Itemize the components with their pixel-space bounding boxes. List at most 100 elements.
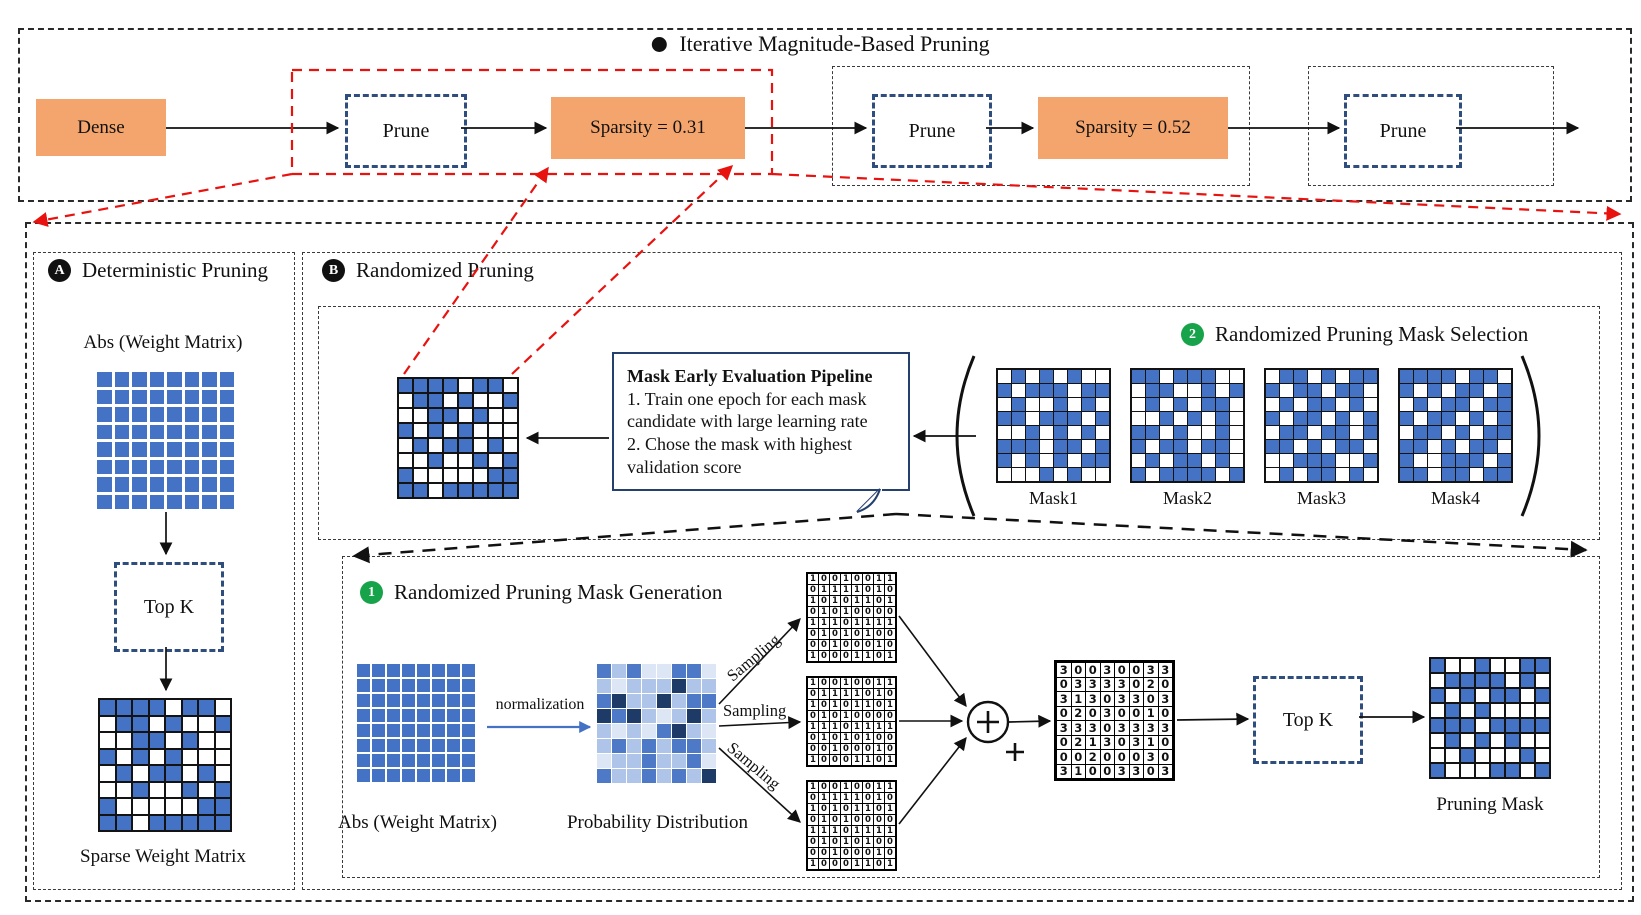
- matrix-cell: 2: [1071, 735, 1085, 749]
- matrix-cell: [167, 407, 182, 422]
- matrix-cell: [429, 439, 442, 452]
- matrix-cell: [1336, 384, 1349, 397]
- matrix-cell: [1414, 398, 1427, 411]
- matrix-cell: [429, 469, 442, 482]
- matrix-cell: 3: [1115, 764, 1129, 778]
- matrix-cell: [1484, 412, 1497, 425]
- matrix-cell: [149, 700, 164, 715]
- matrix-cell: [1322, 440, 1335, 453]
- matrix-cell: [199, 716, 214, 731]
- matrix-cell: [402, 709, 415, 722]
- matrix-cell: [1054, 412, 1067, 425]
- mask4-label: Mask4: [1431, 488, 1480, 508]
- matrix-cell: 0: [874, 596, 884, 606]
- matrix-cell: [687, 664, 701, 678]
- matrix-cell: [1068, 412, 1081, 425]
- matrix-cell: 1: [830, 826, 840, 836]
- matrix-cell: [116, 716, 131, 731]
- matrix-cell: [132, 372, 147, 387]
- matrix-cell: 1: [808, 651, 818, 661]
- matrix-cell: [387, 664, 400, 677]
- matrix-cell: [166, 782, 181, 797]
- matrix-cell: 0: [852, 678, 862, 688]
- matrix-cell: [1216, 426, 1229, 439]
- matrix-cell: [166, 799, 181, 814]
- matrix-cell: [1132, 468, 1145, 481]
- matrix-cell: [1280, 468, 1293, 481]
- matrix-cell: 1: [830, 744, 840, 754]
- matrix-cell: [998, 384, 1011, 397]
- matrix-cell: [116, 766, 131, 781]
- matrix-cell: [1132, 454, 1145, 467]
- matrix-cell: [1202, 412, 1215, 425]
- matrix-cell: [1521, 704, 1534, 717]
- matrix-cell: 0: [841, 596, 851, 606]
- matrix-cell: [215, 733, 230, 748]
- matrix-cell: [489, 439, 502, 452]
- matrix-cell: [182, 716, 197, 731]
- matrix-cell: [1400, 384, 1413, 397]
- matrix-cell: [459, 439, 472, 452]
- dense-box: Dense: [36, 99, 166, 156]
- matrix-cell: [447, 679, 460, 692]
- matrix-cell: 1: [885, 678, 895, 688]
- matrix-cell: [1096, 384, 1109, 397]
- matrix-cell: 3: [1057, 663, 1071, 677]
- matrix-cell: 0: [885, 640, 895, 650]
- matrix-cell: 0: [841, 826, 851, 836]
- matrix-cell: [687, 754, 701, 768]
- matrix-cell: [489, 379, 502, 392]
- matrix-cell: [1216, 384, 1229, 397]
- matrix-cell: [1068, 370, 1081, 383]
- matrix-cell: [657, 739, 671, 753]
- matrix-cell: 1: [863, 700, 873, 710]
- matrix-cell: [1431, 704, 1444, 717]
- matrix-cell: [998, 412, 1011, 425]
- matrix-cell: [1476, 719, 1489, 732]
- matrix-cell: [1160, 370, 1173, 383]
- matrix-cell: 3: [1158, 721, 1172, 735]
- matrix-cell: [399, 379, 412, 392]
- matrix-cell: [1350, 468, 1363, 481]
- matrix-cell: [1174, 440, 1187, 453]
- matrix-cell: [116, 815, 131, 830]
- matrix-cell: [417, 709, 430, 722]
- matrix-cell: 1: [819, 618, 829, 628]
- matrix-cell: [447, 709, 460, 722]
- mask1-grid: [996, 368, 1111, 483]
- matrix-cell: [357, 724, 370, 737]
- matrix-cell: [489, 409, 502, 422]
- matrix-cell: [202, 459, 217, 474]
- matrix-cell: [702, 724, 716, 738]
- matrix-cell: [1484, 454, 1497, 467]
- matrix-cell: 1: [819, 689, 829, 699]
- matrix-cell: [444, 439, 457, 452]
- matrix-cell: 0: [863, 640, 873, 650]
- matrix-cell: [687, 694, 701, 708]
- matrix-cell: [417, 754, 430, 767]
- matrix-cell: 3: [1129, 764, 1143, 778]
- matrix-cell: [182, 782, 197, 797]
- matrix-cell: 0: [1158, 706, 1172, 720]
- matrix-cell: [672, 754, 686, 768]
- matrix-cell: [1132, 370, 1145, 383]
- mask-eval-pipeline-box: Mask Early Evaluation Pipeline 1. Train …: [612, 352, 910, 492]
- matrix-cell: [462, 739, 475, 752]
- matrix-cell: [149, 782, 164, 797]
- matrix-cell: 1: [874, 826, 884, 836]
- matrix-cell: [215, 700, 230, 715]
- matrix-cell: 1: [874, 574, 884, 584]
- matrix-cell: [1146, 370, 1159, 383]
- matrix-cell: [167, 459, 182, 474]
- matrix-cell: [1506, 704, 1519, 717]
- matrix-cell: [100, 749, 115, 764]
- matrix-cell: [1461, 659, 1474, 672]
- matrix-cell: [444, 469, 457, 482]
- matrix-cell: 1: [841, 585, 851, 595]
- matrix-cell: [100, 700, 115, 715]
- matrix-cell: [429, 379, 442, 392]
- matrix-cell: 0: [874, 733, 884, 743]
- matrix-cell: 0: [819, 782, 829, 792]
- matrix-cell: [687, 679, 701, 693]
